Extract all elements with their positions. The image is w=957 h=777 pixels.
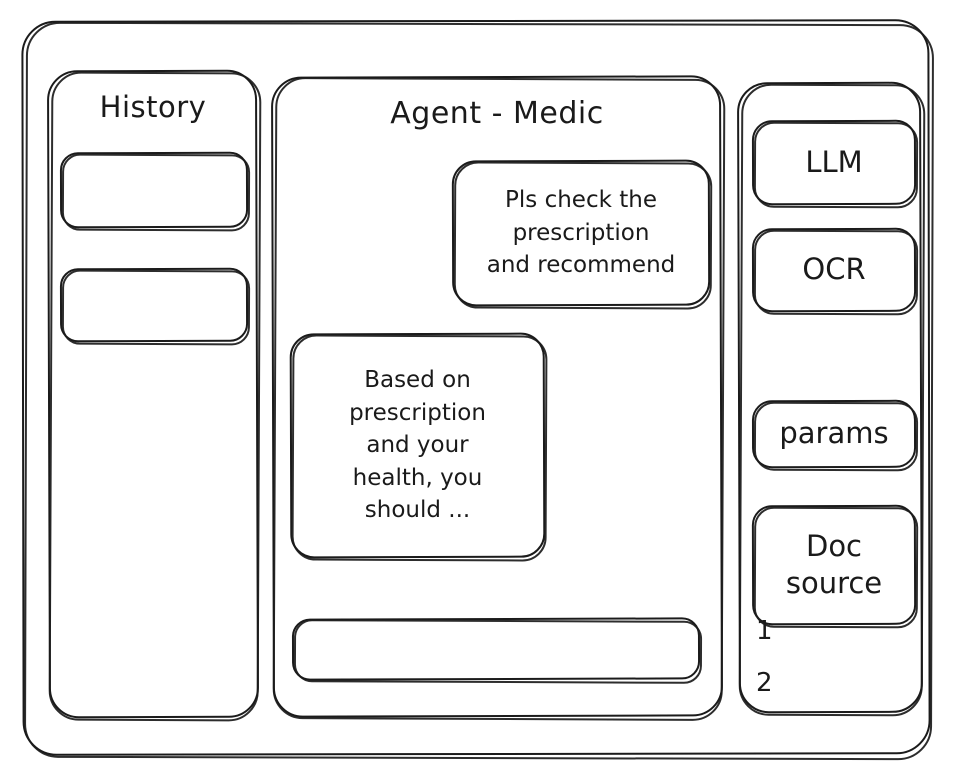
history-panel-title: History: [99, 90, 207, 124]
message-input[interactable]: [292, 618, 700, 680]
history-list-item[interactable]: [60, 152, 248, 228]
doc-source-list-item[interactable]: 1: [756, 616, 773, 646]
tool-button-llm[interactable]: LLM: [752, 120, 916, 205]
user-message-text: Pls check the prescription and recommend: [486, 187, 676, 279]
page-title: Agent - Medic: [390, 96, 604, 131]
tool-button-params-label: params: [779, 416, 889, 451]
user-message-bubble: Pls check the prescription and recommend: [452, 160, 710, 306]
tool-button-params[interactable]: params: [752, 400, 916, 468]
tool-button-doc-source-label: Doc source: [785, 528, 883, 600]
tool-button-ocr[interactable]: OCR: [752, 228, 916, 312]
tool-button-doc-source[interactable]: Doc source: [752, 505, 916, 625]
history-list-item[interactable]: [60, 268, 248, 342]
doc-source-list-item[interactable]: 2: [756, 668, 773, 698]
tool-button-ocr-label: OCR: [802, 252, 866, 287]
agent-message-bubble: Based on prescription and your health, y…: [290, 333, 545, 558]
tool-button-llm-label: LLM: [805, 144, 863, 179]
agent-message-text: Based on prescription and your health, y…: [349, 366, 486, 524]
